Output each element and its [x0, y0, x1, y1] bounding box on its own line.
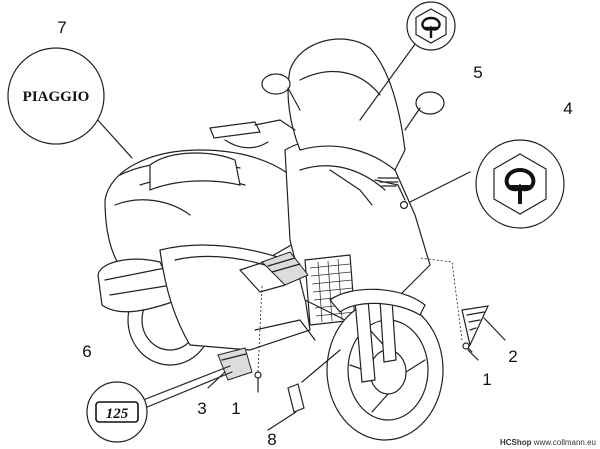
piaggio-wasp-icon: [421, 16, 441, 38]
leader-lines: [95, 39, 506, 431]
piaggio-logo-text: PIAGGIO: [23, 89, 90, 105]
callout-4-piaggio-emblem: [475, 139, 565, 229]
callout-5-piaggio-emblem: [406, 1, 456, 51]
callout-number-7: 7: [57, 18, 66, 37]
callout-number-3: 3: [197, 399, 206, 418]
callout-number-1-right: 1: [482, 370, 491, 389]
part-8-emblem: [287, 383, 305, 413]
credit-shop: HCShop: [499, 438, 532, 447]
badge-125-text: 125: [106, 406, 129, 422]
callout-number-6: 6: [82, 342, 91, 361]
callout-number-5: 5: [473, 63, 482, 82]
callout-number-4: 4: [563, 99, 572, 118]
scooter-drawing: [97, 38, 445, 441]
callout-number-1-left: 1: [231, 399, 240, 418]
credit-site: www.collmann.eu: [533, 438, 596, 447]
clip-fastener-icon: [462, 342, 470, 350]
callout-6-125-badge: 125: [86, 381, 148, 443]
clip-fastener-icon: [254, 371, 262, 379]
piaggio-wasp-icon: [504, 167, 536, 204]
callout-number-2: 2: [508, 347, 517, 366]
callout-7-piaggio-logo: PIAGGIO: [7, 47, 105, 145]
clip-fastener-icon: [399, 200, 409, 210]
side-decal-stripes: [261, 251, 309, 286]
site-credit: HCShop www.collmann.eu: [500, 438, 596, 447]
callout-number-8: 8: [267, 430, 276, 449]
